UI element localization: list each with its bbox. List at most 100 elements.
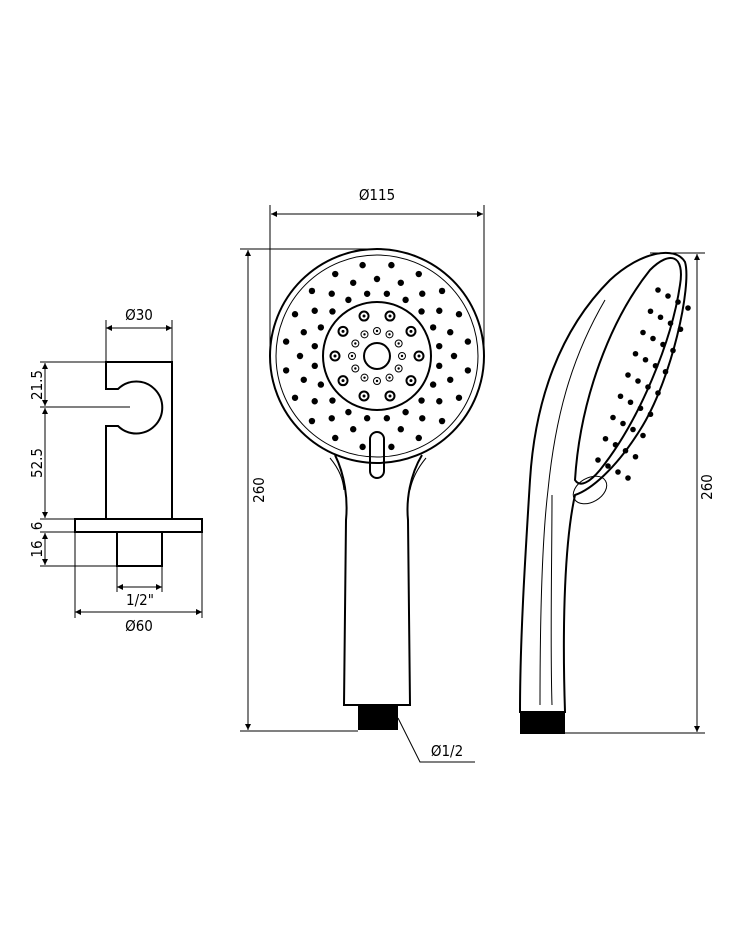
dim-notch: 21.5 xyxy=(28,370,46,400)
nozzle xyxy=(610,414,616,421)
nozzle xyxy=(402,296,409,304)
nozzle xyxy=(363,290,371,297)
nozzle xyxy=(341,329,345,333)
nozzle xyxy=(311,398,318,405)
nozzle xyxy=(455,311,463,318)
nozzle xyxy=(455,394,463,401)
nozzle xyxy=(308,287,316,295)
nozzle xyxy=(359,261,366,269)
nozzle xyxy=(415,270,422,278)
nozzle xyxy=(652,362,659,369)
nozzle xyxy=(300,376,307,383)
nozzle xyxy=(291,311,299,318)
nozzle xyxy=(363,333,366,336)
nozzle xyxy=(436,307,443,314)
nozzle xyxy=(282,367,290,374)
nozzle xyxy=(328,290,335,297)
nozzle xyxy=(308,417,316,425)
nozzle xyxy=(388,443,395,451)
nozzle xyxy=(615,469,621,475)
nozzle xyxy=(647,411,654,418)
nozzle xyxy=(345,408,352,416)
nozzle xyxy=(464,367,472,374)
nozzle xyxy=(383,290,391,297)
nozzle xyxy=(375,379,379,383)
nozzle xyxy=(383,415,391,422)
thread-connector xyxy=(358,705,398,730)
nozzle xyxy=(311,362,318,370)
nozzle xyxy=(400,354,404,358)
nozzle xyxy=(388,333,391,336)
dim-thread-diameter: Ø1/2 xyxy=(431,742,463,760)
dim-body: 52.5 xyxy=(28,448,46,478)
nozzle xyxy=(620,420,626,427)
side-face xyxy=(573,257,682,485)
nozzle xyxy=(402,408,409,416)
nozzle xyxy=(642,356,649,363)
nozzle xyxy=(660,341,666,348)
nozzle xyxy=(417,354,421,358)
nozzle xyxy=(296,352,304,360)
nozzle xyxy=(617,393,624,400)
nozzle xyxy=(359,443,366,451)
nozzle xyxy=(635,378,641,384)
nozzle xyxy=(612,441,619,448)
nozzle xyxy=(640,432,646,439)
nozzle xyxy=(595,457,601,463)
nozzle xyxy=(397,367,400,370)
nozzle xyxy=(388,261,395,269)
dim-thread: 1/2" xyxy=(126,591,154,609)
nozzle xyxy=(332,434,339,442)
nozzle xyxy=(363,376,366,379)
nozzle xyxy=(388,376,391,379)
nozzle xyxy=(655,390,661,396)
nozzle xyxy=(332,270,339,278)
nozzle xyxy=(605,463,611,469)
nozzle xyxy=(311,342,318,350)
nozzle xyxy=(632,350,639,357)
nozzle xyxy=(436,342,443,350)
nozzle xyxy=(637,405,644,412)
nozzle xyxy=(397,342,400,345)
nozzle xyxy=(397,279,404,286)
nozzle xyxy=(397,426,404,433)
nozzle xyxy=(655,287,661,293)
bracket-plate xyxy=(74,518,203,533)
nozzle xyxy=(311,307,318,314)
handle-outline xyxy=(334,454,423,706)
nozzle xyxy=(409,379,413,383)
nozzle xyxy=(354,367,357,370)
nozzle xyxy=(627,399,634,406)
nozzle xyxy=(350,279,357,286)
nozzle xyxy=(317,381,325,388)
nozzle xyxy=(650,335,656,342)
nozzle xyxy=(447,376,454,383)
nozzle xyxy=(362,314,366,318)
nozzle xyxy=(665,293,671,299)
nozzle xyxy=(602,435,609,442)
nozzle xyxy=(282,338,290,345)
nozzle xyxy=(419,415,426,422)
nozzle xyxy=(667,320,674,327)
mode-button xyxy=(369,431,385,479)
dim-stub: 16 xyxy=(28,540,46,557)
bracket-body xyxy=(105,361,173,520)
nozzle xyxy=(350,354,354,358)
shower-head-side: 260 xyxy=(518,251,716,734)
shower-head-front: Ø115 260 Ø1/2 xyxy=(240,186,485,763)
nozzles xyxy=(282,261,472,451)
nozzle xyxy=(409,329,413,333)
nozzle xyxy=(300,329,307,336)
nozzle xyxy=(418,308,425,315)
bracket-stub xyxy=(116,531,163,567)
nozzle xyxy=(341,379,345,383)
nozzle xyxy=(464,338,472,345)
nozzle xyxy=(645,384,651,390)
nozzle xyxy=(675,299,681,305)
nozzle xyxy=(438,287,446,295)
wall-bracket: Ø30 21.5 52.5 6 16 1/2" Ø60 xyxy=(28,306,203,635)
dim-side-height: 260 xyxy=(698,474,716,500)
nozzle xyxy=(333,354,337,358)
head-inner-ring xyxy=(322,301,432,411)
